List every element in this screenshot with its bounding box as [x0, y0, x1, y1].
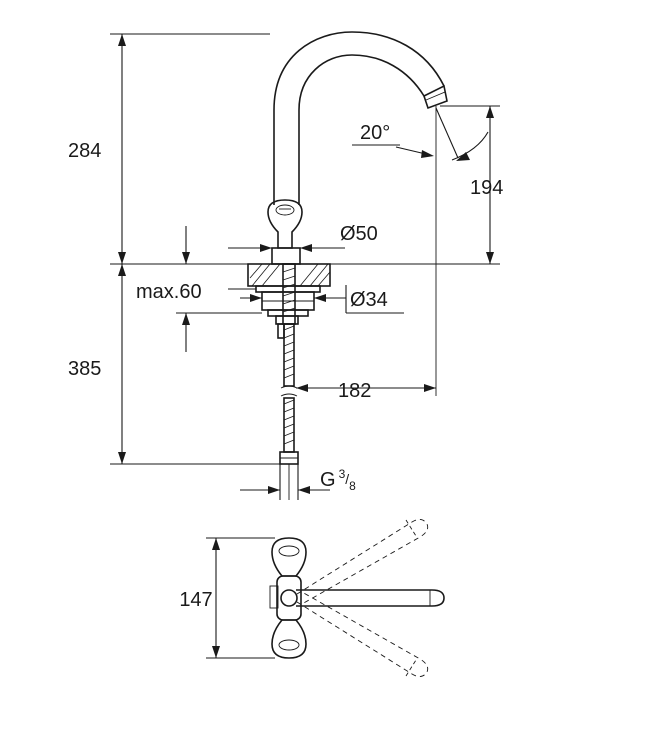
spout [273, 31, 445, 205]
faucet-body [271, 247, 301, 265]
label-20-degrees: 20° [360, 122, 390, 144]
label-385: 385 [68, 358, 101, 380]
spout-swivel-range [296, 519, 429, 677]
aerator [423, 84, 448, 110]
front-handle [267, 199, 303, 249]
spout-inner [298, 54, 425, 205]
top-handle-lower [271, 619, 307, 659]
label-284: 284 [68, 140, 101, 162]
top-handle-upper [271, 537, 307, 577]
label-194: 194 [470, 177, 503, 199]
deck-section [247, 263, 331, 287]
dimension-lines [110, 33, 500, 500]
label-g: G [320, 469, 336, 491]
label-max-60: max.60 [136, 281, 202, 303]
label-g-den: 8 [349, 479, 356, 493]
label-g-num: 3 [339, 467, 346, 481]
top-spout [296, 589, 445, 607]
label-182: 182 [338, 380, 371, 402]
supply-hose [279, 323, 299, 500]
mounting-washer [255, 285, 321, 293]
faucet-top-view [206, 519, 445, 677]
label-diameter-50: Ø50 [340, 223, 378, 245]
label-147: 147 [179, 589, 212, 611]
label-diameter-34: Ø34 [350, 289, 388, 311]
faucet-front-view [247, 31, 448, 500]
